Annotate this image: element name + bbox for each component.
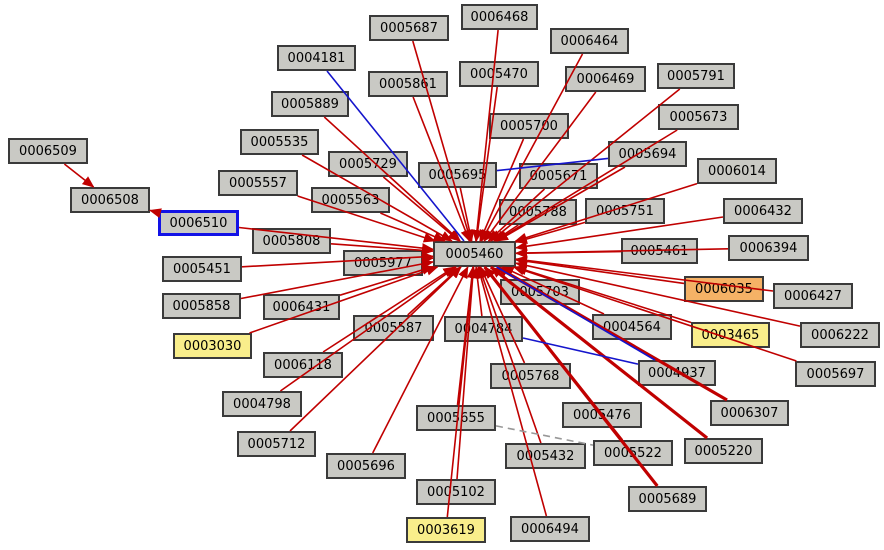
graph-node-0005557[interactable]: 0005557 (218, 170, 298, 196)
graph-node-0005697[interactable]: 0005697 (795, 361, 876, 387)
graph-node-0006464[interactable]: 0006464 (550, 28, 629, 54)
graph-node-0005861[interactable]: 0005861 (368, 71, 448, 97)
graph-node-0005673[interactable]: 0005673 (658, 104, 739, 130)
graph-node-0005451[interactable]: 0005451 (162, 256, 242, 282)
graph-node-0006014[interactable]: 0006014 (697, 158, 777, 184)
graph-node-0005703[interactable]: 0005703 (500, 279, 580, 305)
graph-node-0005729[interactable]: 0005729 (328, 151, 408, 177)
graph-node-0006394[interactable]: 0006394 (728, 235, 809, 261)
graph-node-0005858[interactable]: 0005858 (162, 293, 241, 319)
graph-node-0006118[interactable]: 0006118 (263, 352, 343, 378)
graph-node-0005655[interactable]: 0005655 (416, 405, 496, 431)
graph-node-0005700[interactable]: 0005700 (489, 113, 569, 139)
graph-node-0004784[interactable]: 0004784 (444, 316, 523, 342)
graph-node-0005461[interactable]: 0005461 (621, 238, 698, 264)
center-graph-node-0005460[interactable]: 0005460 (433, 241, 516, 267)
graph-node-0005563[interactable]: 0005563 (311, 187, 390, 213)
graph-node-0006222[interactable]: 0006222 (800, 322, 880, 348)
graph-node-0005791[interactable]: 0005791 (657, 63, 735, 89)
graph-node-0006307[interactable]: 0006307 (710, 400, 789, 426)
graph-node-0006035[interactable]: 0006035 (684, 276, 764, 302)
graph-node-0003619[interactable]: 0003619 (406, 517, 486, 543)
graph-node-0003465[interactable]: 0003465 (691, 322, 770, 348)
graph-node-0006468[interactable]: 0006468 (461, 4, 538, 30)
graph-node-0004798[interactable]: 0004798 (222, 391, 302, 417)
graph-node-0005587[interactable]: 0005587 (353, 315, 434, 341)
graph-node-0005695[interactable]: 0005695 (418, 162, 497, 188)
graph-node-0004564[interactable]: 0004564 (592, 314, 672, 340)
graph-node-0005522[interactable]: 0005522 (593, 440, 673, 466)
graph-node-0006494[interactable]: 0006494 (510, 516, 590, 542)
graph-node-0006509[interactable]: 0006509 (8, 138, 88, 164)
graph-node-0006508[interactable]: 0006508 (70, 187, 150, 213)
graph-node-0005889[interactable]: 0005889 (271, 91, 349, 117)
graph-node-0004937[interactable]: 0004937 (638, 360, 716, 386)
graph-node-0006427[interactable]: 0006427 (773, 283, 853, 309)
graph-node-0005768[interactable]: 0005768 (490, 363, 571, 389)
graph-node-0005102[interactable]: 0005102 (416, 479, 496, 505)
graph-node-0005712[interactable]: 0005712 (237, 431, 316, 457)
graph-node-0005808[interactable]: 0005808 (252, 228, 331, 254)
graph-node-0005689[interactable]: 0005689 (628, 486, 707, 512)
graph-node-0005694[interactable]: 0005694 (608, 141, 687, 167)
graph-node-0006431[interactable]: 0006431 (263, 294, 340, 320)
graph-node-0005432[interactable]: 0005432 (505, 443, 586, 469)
graph-node-0005220[interactable]: 0005220 (684, 438, 763, 464)
graph-node-0003030[interactable]: 0003030 (173, 333, 252, 359)
graph-node-0005751[interactable]: 0005751 (585, 198, 665, 224)
graph-node-0006432[interactable]: 0006432 (723, 198, 803, 224)
graph-node-0005476[interactable]: 0005476 (562, 402, 642, 428)
graph-node-0005470[interactable]: 0005470 (459, 61, 539, 87)
graph-node-0005788[interactable]: 0005788 (499, 199, 577, 225)
graph-node-0005696[interactable]: 0005696 (326, 453, 406, 479)
graph-node-0005535[interactable]: 0005535 (240, 129, 319, 155)
graph-node-0005687[interactable]: 0005687 (369, 15, 449, 41)
graph-node-0005977[interactable]: 0005977 (343, 250, 423, 276)
graph-node-0006469[interactable]: 0006469 (565, 66, 646, 92)
graph-node-0005671[interactable]: 0005671 (519, 163, 598, 189)
graph-node-0004181[interactable]: 0004181 (277, 45, 356, 71)
selected-graph-node-0006510[interactable]: 0006510 (158, 210, 239, 236)
